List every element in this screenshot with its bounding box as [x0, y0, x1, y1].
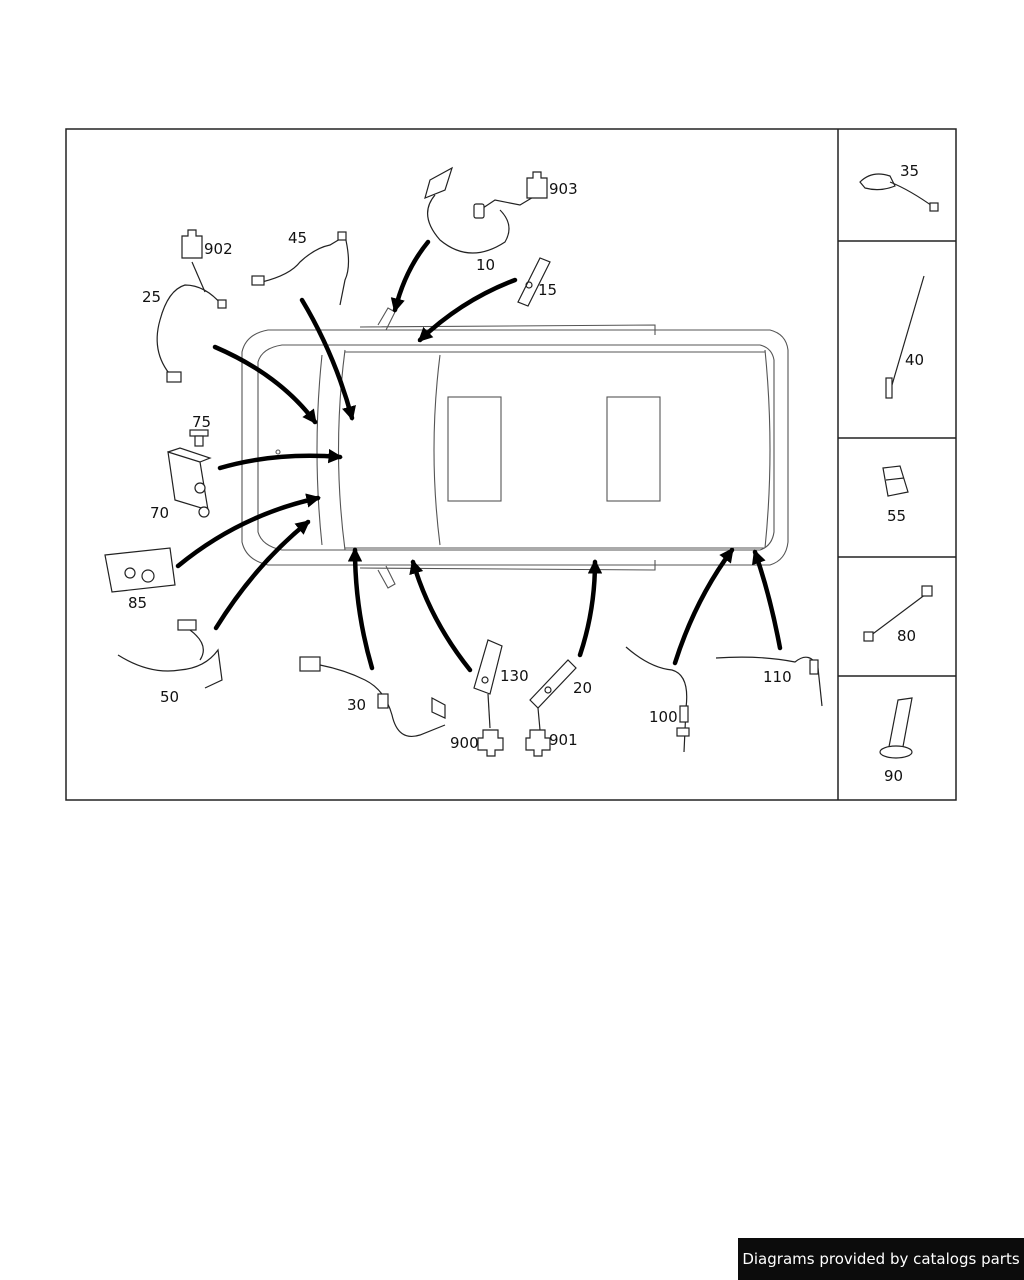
callout-50: 50 [160, 688, 179, 706]
part-30-cable [299, 656, 446, 737]
connector-icon-901 [525, 729, 551, 757]
part-90-holder [879, 697, 913, 759]
footer-credit-text: Diagrams provided by catalogs parts [742, 1250, 1020, 1268]
callout-30: 30 [347, 696, 366, 714]
part-75-screw [189, 429, 209, 447]
callout-85: 85 [128, 594, 147, 612]
connector-icon-902 [181, 229, 203, 259]
callout-55: 55 [887, 507, 906, 525]
callout-20: 20 [573, 679, 592, 697]
callout-25: 25 [142, 288, 161, 306]
part-70-module [167, 447, 212, 518]
callout-15: 15 [538, 281, 557, 299]
part-130-bracket [473, 639, 503, 729]
connector-icon-903 [526, 171, 548, 199]
callout-70: 70 [150, 504, 169, 522]
part-45-harness [251, 231, 350, 306]
part-110-cable [715, 656, 823, 707]
part-15-bracket [517, 257, 551, 307]
part-100-cable [625, 646, 690, 753]
callout-90: 90 [884, 767, 903, 785]
part-40-antenna [885, 275, 925, 399]
assembly-arrows [175, 239, 783, 673]
part-20-bracket [529, 659, 577, 731]
callout-110: 110 [763, 668, 792, 686]
part-50-harness [117, 619, 223, 689]
callout-901: 901 [549, 731, 578, 749]
connector-icon-900 [477, 729, 504, 757]
part-55-clip [882, 465, 909, 497]
callout-10: 10 [476, 256, 495, 274]
diagram-frame [65, 128, 957, 801]
callout-40: 40 [905, 351, 924, 369]
callout-35: 35 [900, 162, 919, 180]
footer-credit: Diagrams provided by catalogs parts [738, 1238, 1024, 1280]
part-25-sensor-cable [156, 261, 227, 383]
callout-900: 900 [450, 734, 479, 752]
part-80-cable [863, 585, 933, 642]
callout-80: 80 [897, 627, 916, 645]
vehicle-outline [241, 307, 789, 589]
part-85-control-unit [104, 547, 176, 593]
callout-902: 902 [204, 240, 233, 258]
callout-100: 100 [649, 708, 678, 726]
callout-903: 903 [549, 180, 578, 198]
callout-75: 75 [192, 413, 211, 431]
callout-130: 130 [500, 667, 529, 685]
callout-45: 45 [288, 229, 307, 247]
part-35-sensor [859, 173, 939, 212]
